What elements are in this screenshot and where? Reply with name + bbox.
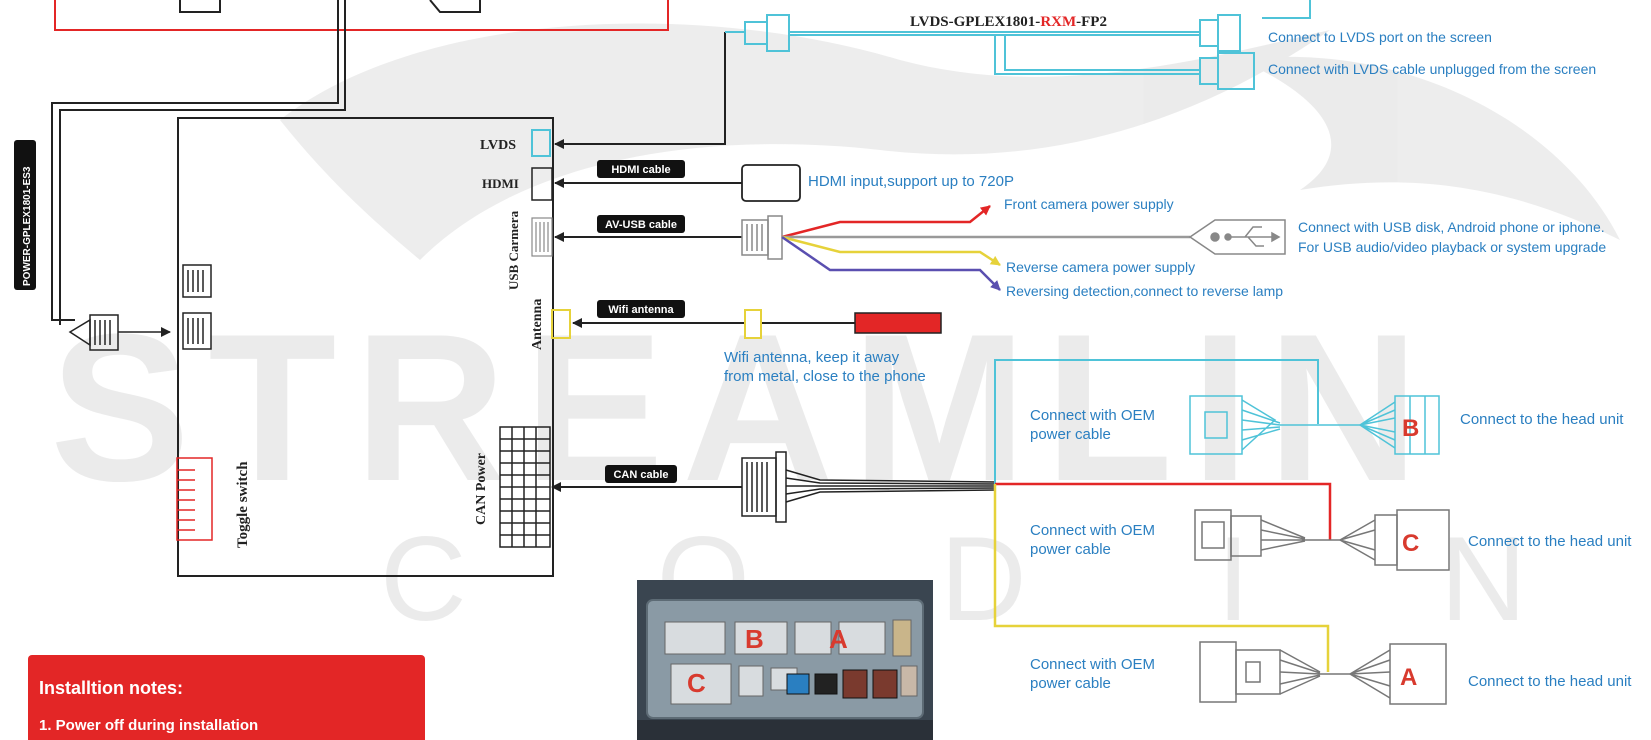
antenna-port — [551, 309, 571, 339]
port-usb-camera-label: USB Carmera — [506, 210, 521, 290]
can-cable-tag — [605, 465, 677, 483]
oem-c-line2: power cable — [1030, 541, 1111, 558]
lvds-cable — [725, 0, 1311, 90]
hdmi-input-box — [741, 164, 801, 202]
front-cam-wire — [781, 205, 991, 239]
port-lvds-label: LVDS — [480, 138, 516, 153]
oem-b-line1: Connect with OEM — [1030, 407, 1155, 424]
red-branch — [995, 482, 1332, 540]
port-antenna-label: Antenna — [530, 299, 545, 350]
wifi-desc-line1: Wifi antenna, keep it away — [724, 349, 900, 366]
wifi-cable-label: Wifi antenna — [608, 304, 674, 316]
head-unit-c-desc: Connect to the head unit — [1468, 533, 1632, 550]
watermark: STREAMLIN CODING — [50, 23, 1651, 646]
main-module-box — [177, 117, 554, 577]
wifi-desc-line2: from metal, close to the phone — [724, 368, 926, 385]
toggle-switch-connector — [176, 457, 213, 541]
usb-plug — [1188, 219, 1286, 255]
installation-notes-panel: Installtion notes: 1. Power off during i… — [28, 655, 425, 740]
oem-a-line1: Connect with OEM — [1030, 656, 1155, 673]
notes-item-1: 1. Power off during installation — [39, 717, 259, 734]
can-connector — [741, 451, 996, 523]
watermark-text-small: CODING — [380, 512, 1651, 646]
oem-c-line1: Connect with OEM — [1030, 522, 1155, 539]
connector-a-pair — [1199, 641, 1447, 705]
head-unit-photo: B A C — [637, 580, 933, 740]
oem-b-line2: power cable — [1030, 426, 1111, 443]
can-cable-label: CAN cable — [613, 469, 668, 481]
usb-desc-line1: Connect with USB disk, Android phone or … — [1298, 219, 1605, 235]
head-unit-photo-drawing: B A C — [637, 580, 933, 740]
oem-a-line2: power cable — [1030, 675, 1111, 692]
lvds-cable-label: LVDS-GPLEX1801-RXM-FP2 — [910, 14, 1107, 30]
photo-label-a: A — [829, 624, 848, 654]
hdmi-input-desc: HDMI input,support up to 720P — [808, 173, 1014, 190]
power-connector — [68, 314, 171, 351]
notes-title: Installtion notes: — [39, 678, 183, 698]
avusb-cable-label: AV-USB cable — [605, 219, 677, 231]
usb-icon — [1224, 226, 1281, 247]
hdmi-cable-label: HDMI cable — [611, 164, 670, 176]
power-cable-label: POWER-GPLEX1801-ES3 — [22, 166, 33, 286]
lvds-port — [531, 129, 551, 157]
avusb-cable-tag — [597, 215, 685, 233]
port-hdmi-label: HDMI — [482, 176, 519, 191]
connector-c-letter: C — [1402, 530, 1419, 557]
cyan-branch — [994, 359, 1319, 484]
port-can-power-label: CAN Power — [474, 453, 489, 525]
lvds-link-wire — [554, 32, 726, 149]
yellow-branch — [993, 484, 1330, 672]
reverse-cam-desc: Reverse camera power supply — [1006, 259, 1195, 275]
reversing-wire — [781, 235, 1001, 291]
watermark-text-big: STREAMLIN — [50, 290, 1437, 525]
power-cable-wire — [51, 0, 346, 325]
can-power-port — [499, 426, 551, 548]
wifi-connector — [744, 309, 762, 339]
front-cam-desc: Front camera power supply — [1004, 196, 1174, 212]
lvds-cable-prefix: LVDS-GPLEX1801- — [910, 14, 1040, 30]
hdmi-port — [531, 167, 553, 201]
avusb-connector — [741, 215, 783, 260]
connector-b-pair — [1189, 395, 1440, 455]
lvds-cable-highlight: RXM — [1040, 14, 1076, 30]
power-cable-label-box — [14, 140, 36, 290]
left-connectors — [182, 264, 212, 350]
lvds-cable-suffix: -FP2 — [1076, 14, 1107, 30]
usb-desc-line2: For USB audio/video playback or system u… — [1298, 239, 1606, 255]
hdmi-cable-tag — [597, 160, 685, 178]
top-red-frame — [54, 0, 669, 31]
usb-camera-port — [531, 217, 553, 257]
connector-c-pair — [1194, 509, 1450, 571]
photo-label-b: B — [745, 624, 764, 654]
reverse-cam-wire — [781, 235, 1001, 267]
head-unit-a-desc: Connect to the head unit — [1468, 673, 1632, 690]
reversing-desc: Reversing detection,connect to reverse l… — [1006, 283, 1283, 299]
connector-b-letter: B — [1402, 415, 1419, 442]
lvds-unplugged-desc: Connect with LVDS cable unplugged from t… — [1268, 61, 1596, 77]
wifi-antenna — [854, 312, 942, 334]
wifi-cable-tag — [597, 300, 685, 318]
photo-label-c: C — [687, 668, 706, 698]
head-unit-b-desc: Connect to the head unit — [1460, 411, 1624, 428]
port-toggle-label: Toggle switch — [235, 461, 251, 548]
lvds-screen-desc: Connect to LVDS port on the screen — [1268, 29, 1492, 45]
connector-a-letter: A — [1400, 664, 1417, 691]
